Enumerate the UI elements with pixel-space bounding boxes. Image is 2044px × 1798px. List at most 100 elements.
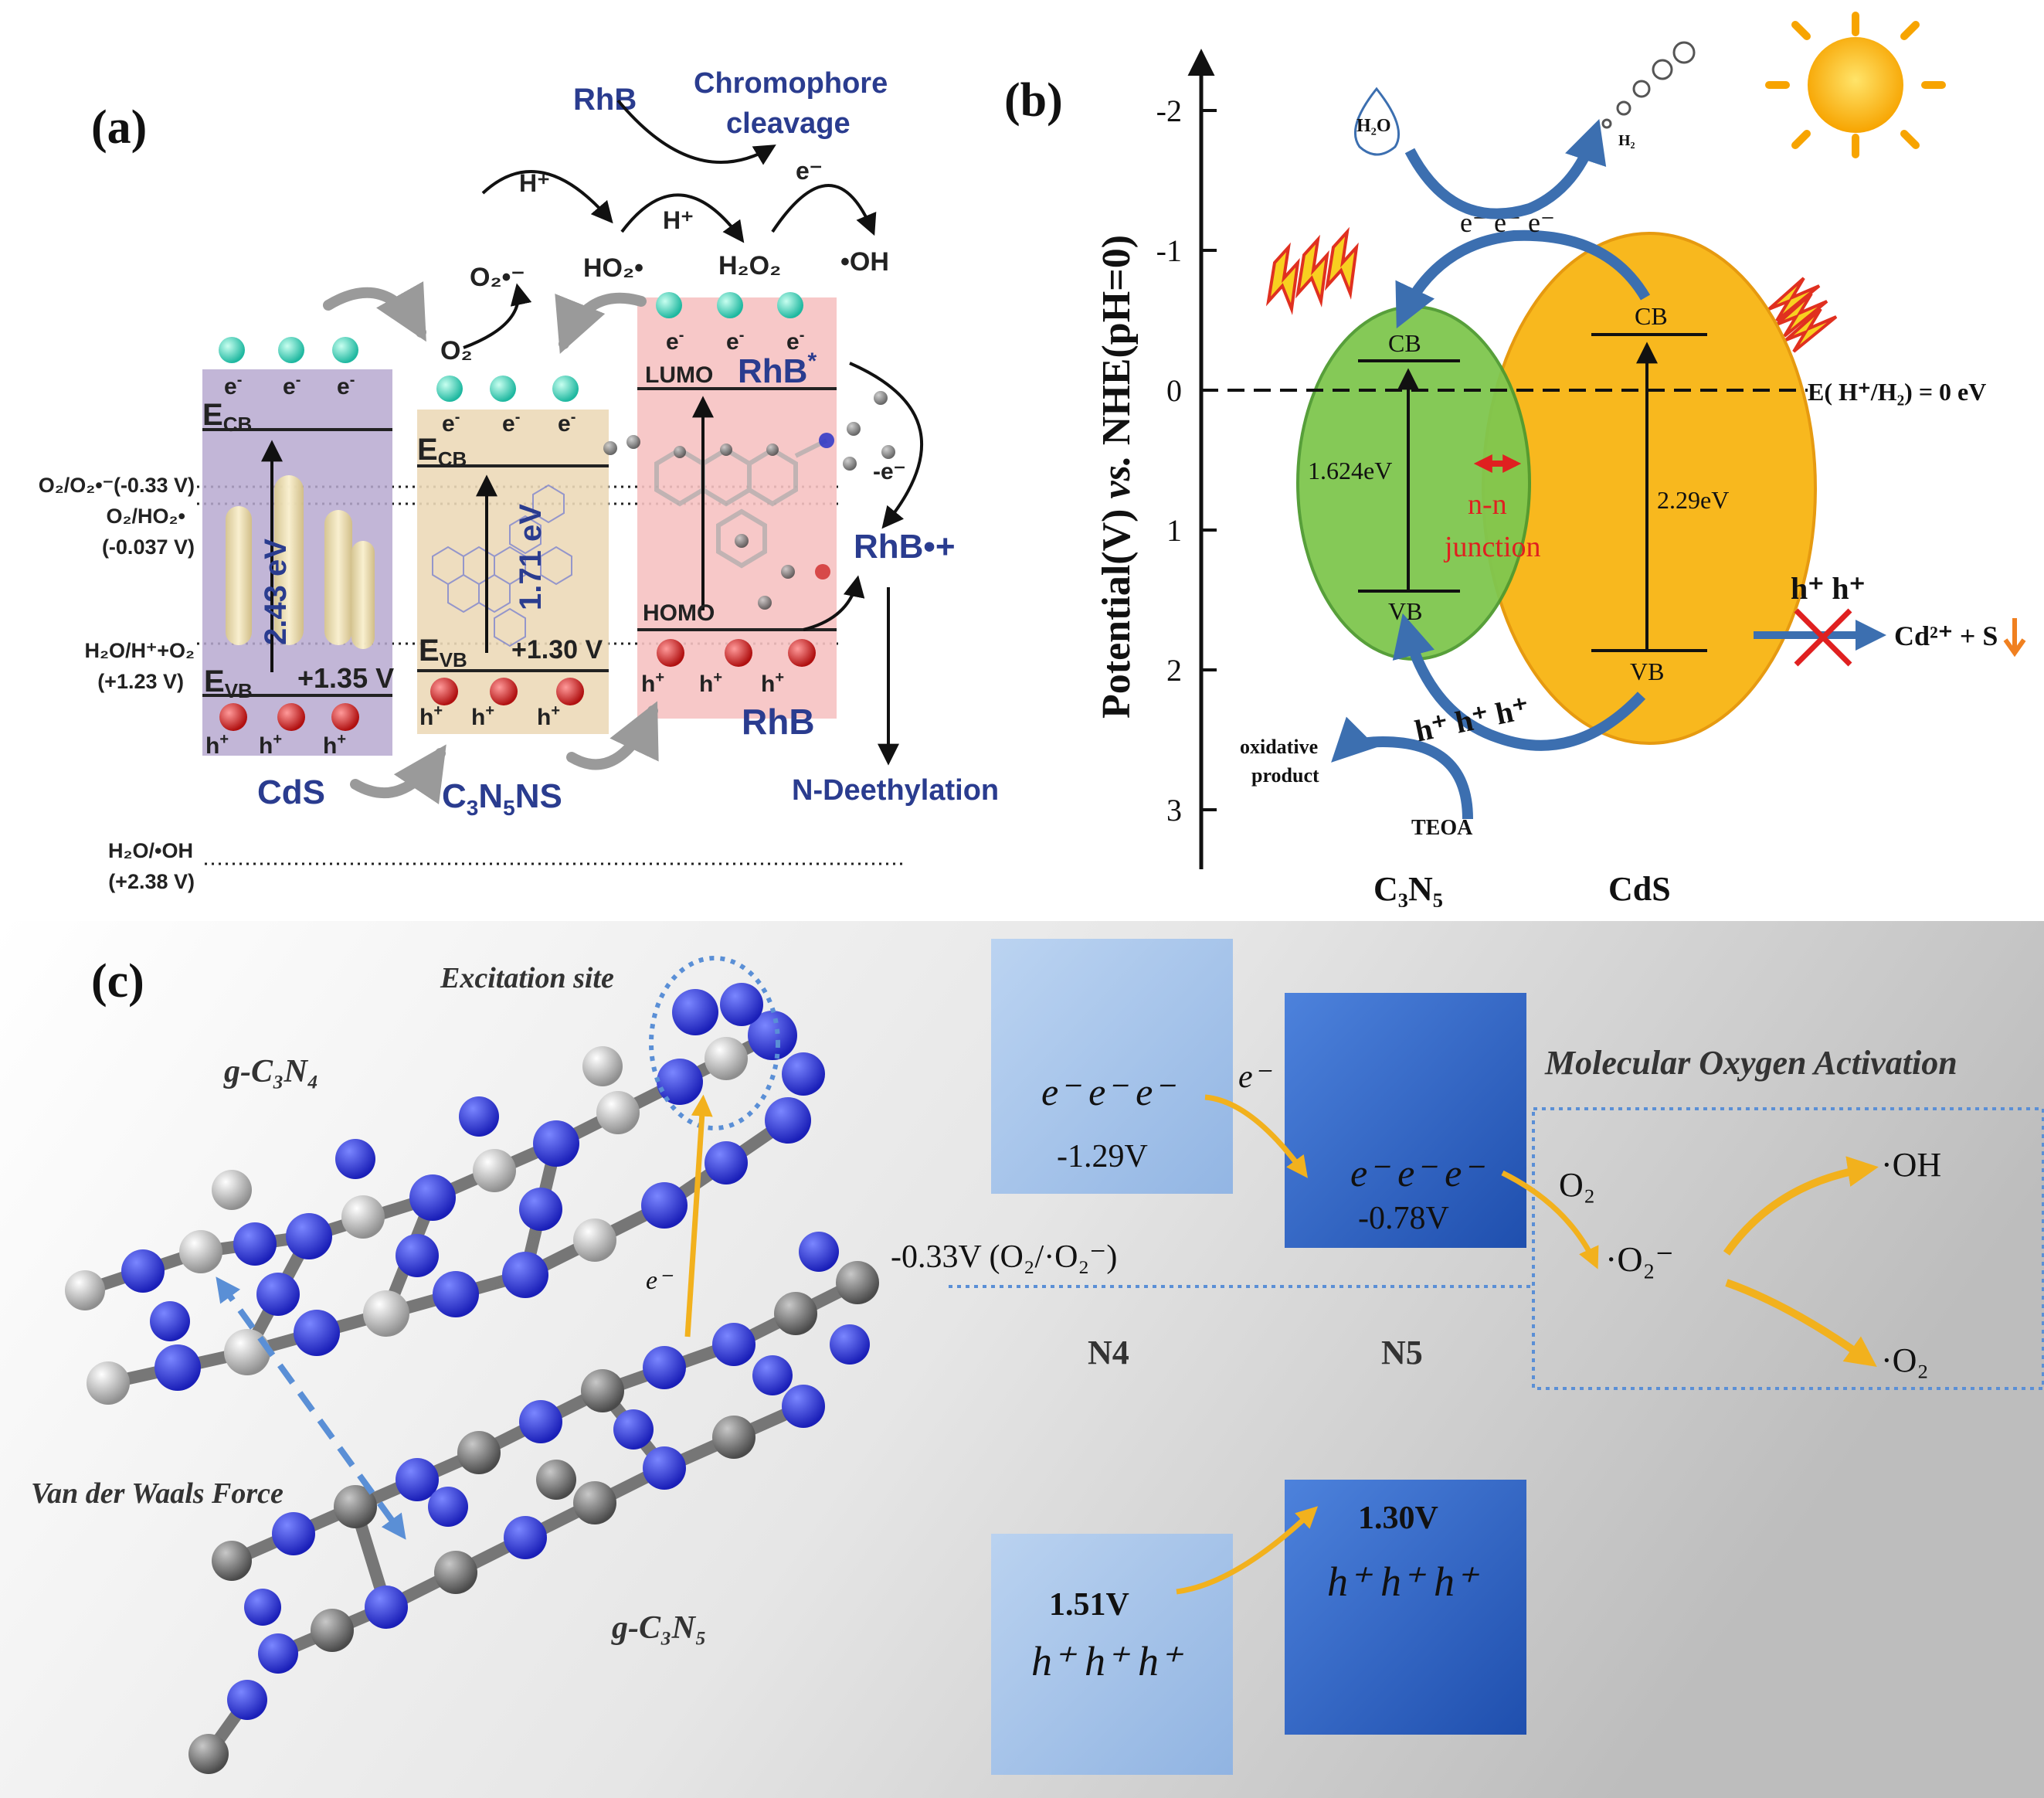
panel-a: (a) O₂/O₂•⁻(-0.33 V) O₂/HO₂• (-0.037 V) … xyxy=(39,67,999,893)
c3n5-name: C₃N₅ xyxy=(1373,870,1443,908)
nitrogen-atom xyxy=(286,1213,332,1259)
cds-gap: 2.29eV xyxy=(1657,486,1729,514)
c3n5-bands: CB VB 1.624eV xyxy=(1308,329,1460,625)
rhb-homo: HOMO xyxy=(643,600,715,626)
carbon-atom xyxy=(774,1292,817,1335)
ho2-radical: HO₂• xyxy=(583,253,643,283)
holes-right-label: h⁺ h⁺ xyxy=(1791,571,1866,606)
level-value-oh: (+2.38 V) xyxy=(108,870,195,893)
nitrogen-atom xyxy=(244,1589,281,1626)
junction-label-1: n-n xyxy=(1468,488,1507,521)
gc3n5-label: g-C₃N₅ xyxy=(611,1610,707,1646)
product-label: product xyxy=(1251,764,1319,787)
o2-formation-arrow xyxy=(1725,1279,1877,1368)
o2-dot-label: ·O₂ xyxy=(1881,1341,1929,1379)
teoa-oxidation-arrow xyxy=(1331,716,1473,820)
y-tick-label: -2 xyxy=(1156,93,1182,128)
panel-c: (c) Excitation site g-C₃N₄ g-C₃N₅ Van de… xyxy=(0,921,2044,1798)
junction-label-2: junction xyxy=(1443,531,1541,563)
c3n5-gap: 1.71 eV xyxy=(514,504,548,610)
n5-vb-potential: 1.30V xyxy=(1358,1501,1438,1536)
o2-reference-label: -0.33V (O₂/·O₂⁻) xyxy=(891,1239,1117,1275)
h2-label: H₂ xyxy=(1618,132,1635,149)
gc3n4-atoms xyxy=(65,983,825,1405)
light-irradiation-icon-right xyxy=(1767,277,1838,353)
n5-label: N5 xyxy=(1381,1334,1423,1371)
n5-cb-electrons: e⁻ e⁻ e⁻ xyxy=(1350,1151,1485,1195)
cds-e3: e- xyxy=(337,372,355,399)
n5-vb-box xyxy=(1285,1480,1526,1735)
cds-cb: CB xyxy=(1635,302,1668,330)
nitrogen-atom xyxy=(294,1310,340,1356)
cds-h1: h+ xyxy=(205,731,229,759)
o2-reduction-arrow xyxy=(1501,1170,1599,1269)
y-tick-label: 2 xyxy=(1166,653,1182,688)
nitrogen-atom xyxy=(748,1011,797,1060)
carbon-atom xyxy=(311,1609,354,1652)
cds-vb: VB xyxy=(1630,658,1664,685)
nitrogen-atom xyxy=(830,1324,870,1365)
nitrogen-atom xyxy=(765,1097,811,1144)
nitrogen-atom xyxy=(720,983,763,1026)
moa-box xyxy=(1532,1107,2044,1390)
nitrogen-atom xyxy=(256,1273,300,1316)
cds-h3: h+ xyxy=(323,731,346,759)
cds-e1: e- xyxy=(224,372,242,399)
nitrogen-atom xyxy=(799,1232,839,1272)
level-label-oh: H₂O/•OH xyxy=(108,839,193,862)
n4-vb-potential: 1.51V xyxy=(1049,1587,1129,1623)
nitrogen-atom xyxy=(782,1385,825,1428)
carbon-atom xyxy=(573,1218,616,1262)
n4-vb-box xyxy=(991,1534,1233,1775)
carbon-atom xyxy=(434,1551,477,1594)
nitrogen-atom xyxy=(519,1188,562,1231)
chromophore-label: Chromophore xyxy=(694,67,888,100)
nitrogen-atom xyxy=(396,1234,439,1277)
c3n5-electrons: e- e- e- xyxy=(436,376,579,437)
c3n5-name: C3N5NS xyxy=(442,777,562,820)
n4-cb-box xyxy=(991,939,1233,1194)
y-axis-label: Potential(V) vs. NHE(pH=0) xyxy=(1095,235,1139,719)
gc3n4-label: g-C₃N₄ xyxy=(223,1054,319,1089)
water-drop-icon xyxy=(1353,87,1401,156)
nitrogen-atom xyxy=(613,1409,654,1450)
carbon-atom xyxy=(363,1290,409,1337)
e-minus: e⁻ xyxy=(796,157,823,185)
carbon-atom xyxy=(224,1329,270,1375)
moa-label: Molecular Oxygen Activation xyxy=(1544,1044,1957,1082)
zero-reference-label: E( H⁺/H₂) = 0 eV xyxy=(1808,378,1986,406)
hole-transfer-arrow xyxy=(1392,613,1646,751)
superoxide-label: ·O₂⁻ xyxy=(1605,1239,1674,1279)
nitrogen-atom xyxy=(335,1139,375,1179)
carbon-atom xyxy=(705,1037,748,1080)
nitrogen-atom xyxy=(227,1680,267,1720)
level-value-ho2: (-0.037 V) xyxy=(102,535,195,559)
cds-electrons: e- e- e- xyxy=(219,337,358,399)
panel-b-label: (b) xyxy=(1004,74,1063,127)
excitation-site-label: Excitation site xyxy=(440,962,614,994)
nitrogen-atom xyxy=(459,1096,499,1137)
n4-label: N4 xyxy=(1088,1334,1129,1371)
water-splitting-arrow xyxy=(1404,119,1607,219)
oh-formation-arrow xyxy=(1723,1156,1879,1256)
rhb-name: RhB xyxy=(742,702,815,742)
o2-label: O₂ xyxy=(1559,1166,1595,1204)
reaction-scheme: RhB Chromophore cleavage H⁺ H⁺ e⁻ O₂•⁻ H… xyxy=(440,67,999,807)
nitrogen-atom xyxy=(154,1344,201,1391)
n-deethylation: N-Deethylation xyxy=(792,774,999,807)
nitrogen-atom xyxy=(150,1301,190,1341)
nitrogen-atom xyxy=(519,1400,562,1443)
blocked-cross-icon xyxy=(1794,608,1852,667)
nitrogen-atom xyxy=(504,1516,547,1559)
gc3n5-atoms xyxy=(188,1232,879,1774)
c3n5-gap: 1.624eV xyxy=(1308,457,1392,484)
c3n5-h1: h+ xyxy=(419,702,443,730)
nitrogen-atom xyxy=(752,1355,793,1395)
teoa-label: TEOA xyxy=(1411,816,1473,840)
nitrogen-atom xyxy=(657,1059,703,1105)
cds-name: CdS xyxy=(257,773,325,811)
c3n5-cb: CB xyxy=(1388,329,1421,357)
cb-transfer-arrow xyxy=(1204,1094,1308,1178)
carbon-atom xyxy=(188,1734,229,1774)
